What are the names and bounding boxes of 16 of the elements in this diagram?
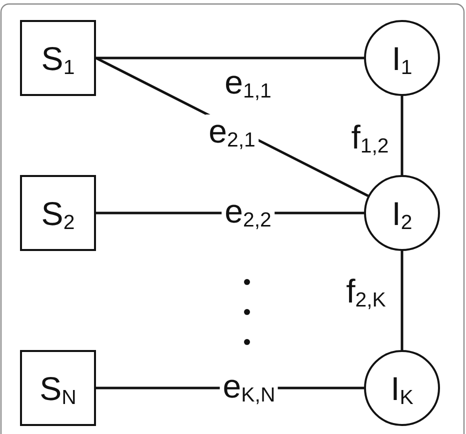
connector-line <box>96 56 364 60</box>
node-label: I$_{2}$ <box>392 196 412 230</box>
connector-line <box>400 251 404 350</box>
edge-label: e$_{2,1}$ <box>206 114 258 148</box>
node-label: I$_{K}$ <box>390 372 414 404</box>
square-node <box>20 175 96 251</box>
node-label: I$_{1}$ <box>392 42 412 74</box>
connector-line <box>400 96 404 175</box>
edge-label: f$_{2,K}$ <box>345 274 387 308</box>
square-node <box>20 20 96 96</box>
edge-label: f$_{1,2}$ <box>350 120 390 154</box>
node-label: S$_{2}$ <box>41 196 75 230</box>
node-label: S$_{1}$ <box>41 42 75 74</box>
node-label: S$_{N}$ <box>40 372 76 404</box>
edge-label: e$_{1,1}$ <box>224 66 272 98</box>
square-node <box>20 350 96 426</box>
